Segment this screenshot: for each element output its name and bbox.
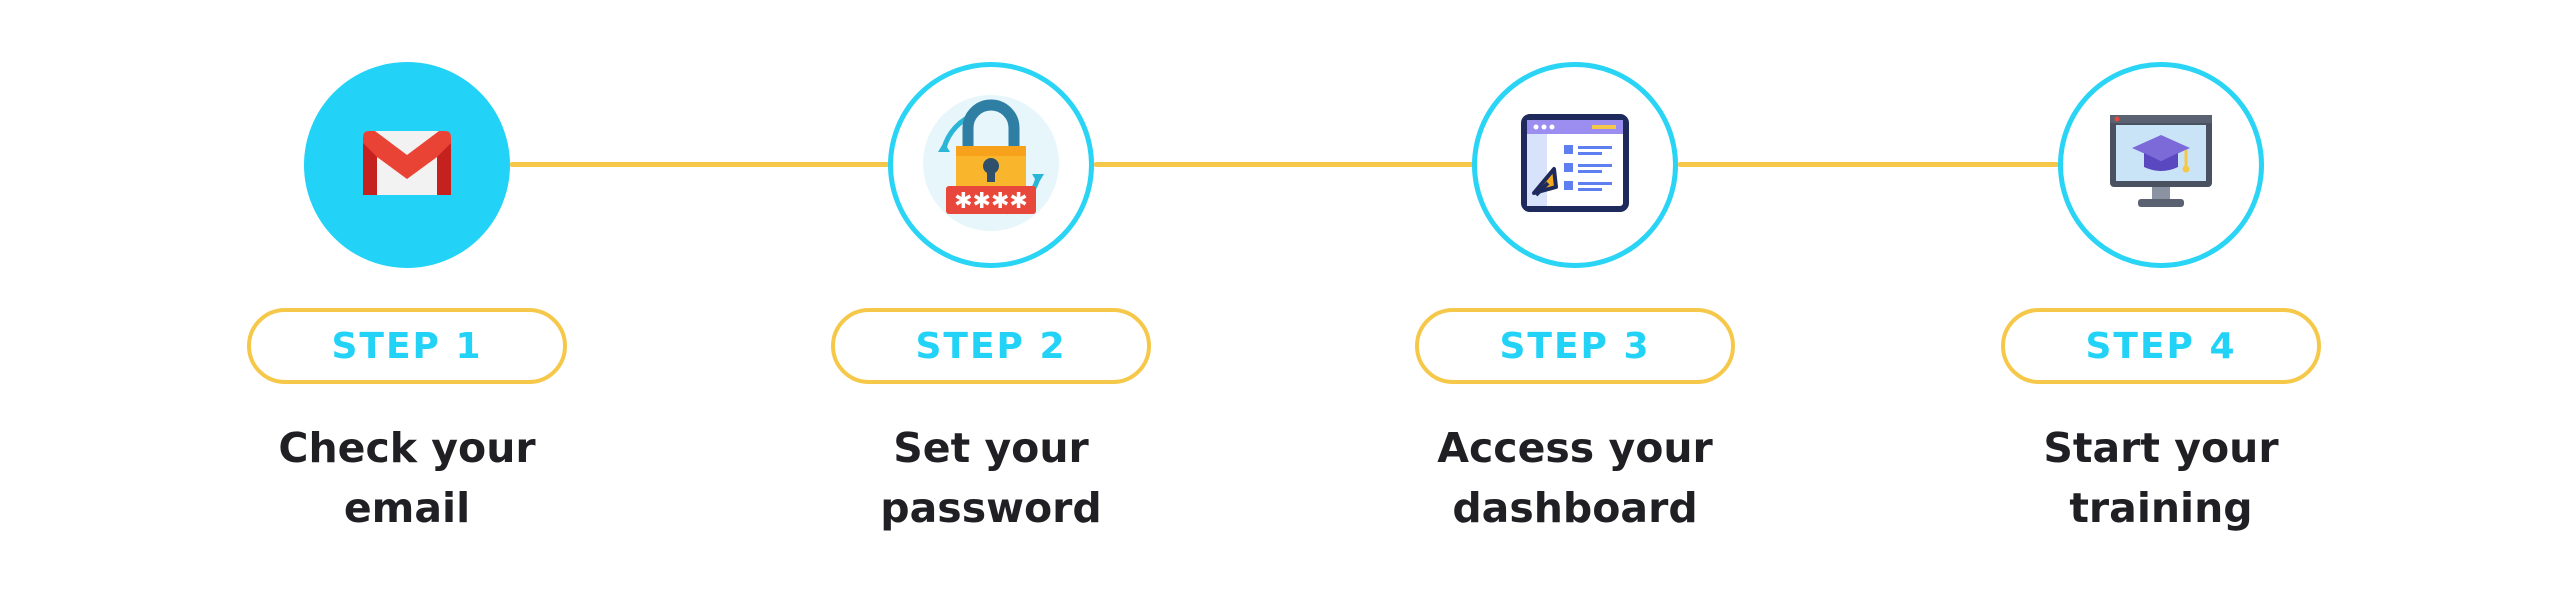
step-1-label-line2: email bbox=[343, 484, 471, 532]
graduation-monitor-icon bbox=[2106, 111, 2216, 219]
step-4-circle bbox=[2058, 62, 2264, 268]
step-1: STEP 1 Check your email bbox=[197, 0, 617, 592]
connector-2-3 bbox=[1094, 162, 1474, 167]
step-4-label-line2: training bbox=[2069, 484, 2253, 532]
step-2-label-line2: password bbox=[880, 484, 1102, 532]
step-3: STEP 3 Access your dashboard bbox=[1365, 0, 1785, 592]
dashboard-window-icon bbox=[1520, 113, 1630, 217]
step-1-circle bbox=[304, 62, 510, 268]
step-3-circle bbox=[1472, 62, 1678, 268]
step-2-circle: ✱✱✱✱ bbox=[888, 62, 1094, 268]
step-4-label: Start your training bbox=[1961, 418, 2361, 538]
padlock-password-icon: ✱✱✱✱ bbox=[916, 88, 1066, 242]
step-2-label-line1: Set your bbox=[893, 424, 1089, 472]
step-1-label-line1: Check your bbox=[278, 424, 536, 472]
step-3-label-line1: Access your bbox=[1437, 424, 1713, 472]
step-4-label-line1: Start your bbox=[2043, 424, 2279, 472]
connector-1-2 bbox=[510, 162, 890, 167]
step-3-label-line2: dashboard bbox=[1452, 484, 1698, 532]
step-2-label: Set your password bbox=[791, 418, 1191, 538]
step-4-badge: STEP 4 bbox=[2001, 308, 2321, 384]
step-3-label: Access your dashboard bbox=[1375, 418, 1775, 538]
step-2: ✱✱✱✱ STEP 2 Set your password bbox=[781, 0, 1201, 592]
svg-text:✱✱✱✱: ✱✱✱✱ bbox=[954, 189, 1028, 214]
connector-3-4 bbox=[1678, 162, 2068, 167]
step-1-label: Check your email bbox=[207, 418, 607, 538]
step-1-badge: STEP 1 bbox=[247, 308, 567, 384]
step-2-badge: STEP 2 bbox=[831, 308, 1151, 384]
gmail-icon bbox=[359, 127, 455, 203]
step-4: STEP 4 Start your training bbox=[1951, 0, 2371, 592]
step-3-badge: STEP 3 bbox=[1415, 308, 1735, 384]
